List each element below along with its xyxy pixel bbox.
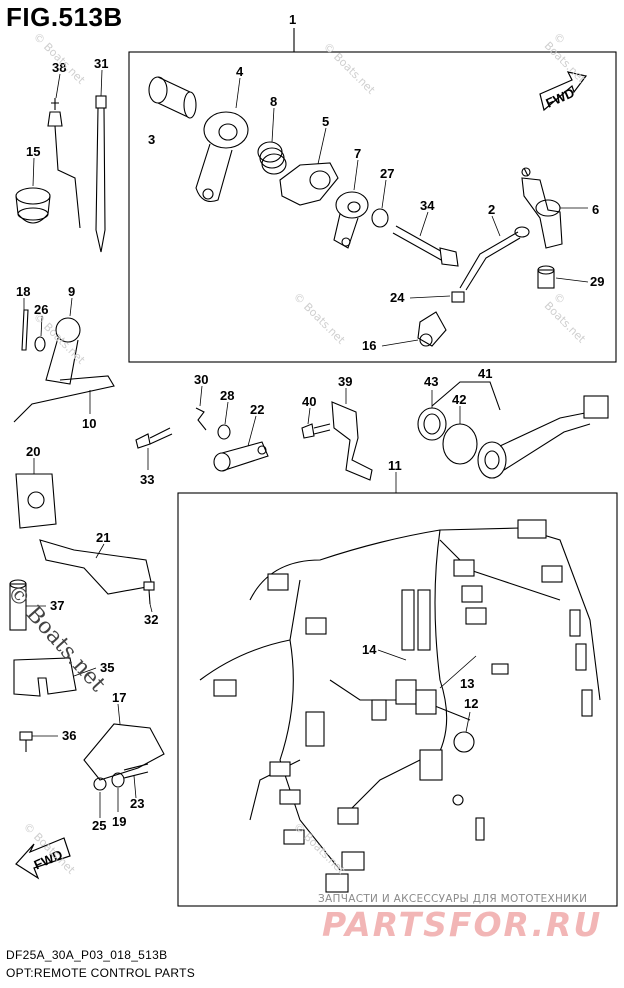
part-30-clip <box>195 407 207 431</box>
fwd-arrow-bottom <box>15 837 71 880</box>
part-2-rod <box>459 226 530 291</box>
callout-37: 37 <box>50 598 64 613</box>
callout-15: 15 <box>26 144 40 159</box>
part-5-cam <box>279 162 339 206</box>
part-8-spring <box>257 141 287 175</box>
part-20-plate <box>15 473 57 529</box>
part-21-bracket <box>39 539 153 595</box>
part-41-socket <box>477 395 609 479</box>
part-16-joint <box>417 311 447 347</box>
part-33-bolt <box>135 427 173 449</box>
callout-32: 32 <box>144 612 158 627</box>
part-17-bracket <box>83 723 165 781</box>
part-25-nut <box>93 777 107 791</box>
diagram-caption: OPT:REMOTE CONTROL PARTS <box>6 966 195 980</box>
callout-8: 8 <box>270 94 277 109</box>
callout-38: 38 <box>52 60 66 75</box>
callout-41: 41 <box>478 366 492 381</box>
callout-5: 5 <box>322 114 329 129</box>
part-35-shim <box>13 657 77 697</box>
callout-6: 6 <box>592 202 599 217</box>
callout-33: 33 <box>140 472 154 487</box>
partsfor-tagline-watermark: ЗАПЧАСТИ И АКСЕССУАРЫ ДЛЯ МОТОТЕХНИКИ <box>318 893 588 905</box>
callout-21: 21 <box>96 530 110 545</box>
part-10-rod <box>13 375 115 423</box>
callout-39: 39 <box>338 374 352 389</box>
callout-18: 18 <box>16 284 30 299</box>
callout-12: 12 <box>464 696 478 711</box>
part-37-sleeve <box>9 579 27 631</box>
callout-34: 34 <box>420 198 435 213</box>
fwd-label-top: FWD <box>544 85 577 111</box>
part-22-link <box>213 441 269 472</box>
part-19-washer <box>111 772 125 788</box>
partsfor-logo-watermark: PARTSFOR.RU <box>322 905 603 944</box>
part-23-stud <box>123 763 149 779</box>
callout-27: 27 <box>380 166 394 181</box>
fwd-arrow-top <box>539 71 588 112</box>
callout-14: 14 <box>362 642 377 657</box>
part-43-gasket <box>417 407 447 441</box>
callout-35: 35 <box>100 660 114 675</box>
part-34-bolt <box>392 225 459 267</box>
callout-28: 28 <box>220 388 234 403</box>
callout-9: 9 <box>68 284 75 299</box>
part-32-screw <box>143 581 155 605</box>
part-24-bushing <box>451 291 465 303</box>
part-6-link <box>521 167 563 249</box>
callout-23: 23 <box>130 796 144 811</box>
part-28-washer <box>217 424 231 440</box>
upper-group-box <box>128 51 617 363</box>
callout-11: 11 <box>388 458 402 473</box>
callout-17: 17 <box>112 690 126 705</box>
part-31-cable-tie <box>95 95 107 253</box>
callout-4: 4 <box>236 64 244 79</box>
callout-30: 30 <box>194 372 208 387</box>
callout-29: 29 <box>590 274 604 289</box>
part-26-washer <box>34 336 46 352</box>
callout-26: 26 <box>34 302 48 317</box>
callout-22: 22 <box>250 402 264 417</box>
figure-title: FIG.513B <box>6 2 123 32</box>
callout-42: 42 <box>452 392 466 407</box>
callout-16: 16 <box>362 338 376 353</box>
callout-3: 3 <box>148 132 155 147</box>
part-3-sleeve <box>148 76 197 119</box>
callout-1: 1 <box>289 12 296 27</box>
diagram-code: DF25A_30A_P03_018_513B <box>6 948 168 962</box>
callout-25: 25 <box>92 818 106 833</box>
part-9-bracket <box>45 317 81 385</box>
harness-group-box <box>177 492 618 907</box>
part-15-grommet <box>15 187 51 224</box>
callout-13: 13 <box>460 676 474 691</box>
callout-43: 43 <box>424 374 438 389</box>
part-40-bolt <box>301 423 331 439</box>
callout-2: 2 <box>488 202 495 217</box>
part-18-pin <box>21 309 29 351</box>
part-4-arm <box>195 111 249 203</box>
callout-36: 36 <box>62 728 76 743</box>
callout-7: 7 <box>354 146 361 161</box>
part-27-washer <box>371 208 389 228</box>
part-36-bolt <box>19 731 33 752</box>
part-11-wire-harness <box>199 519 601 893</box>
part-39-bracket <box>331 401 373 481</box>
callout-19: 19 <box>112 814 126 829</box>
callout-24: 24 <box>390 290 405 305</box>
part-42-ring <box>442 423 478 465</box>
part-38-clip <box>47 98 81 229</box>
callout-10: 10 <box>82 416 96 431</box>
part-7-lever <box>333 191 369 249</box>
part-29-collar <box>537 265 555 289</box>
callout-31: 31 <box>94 56 108 71</box>
callout-40: 40 <box>302 394 316 409</box>
callout-20: 20 <box>26 444 40 459</box>
